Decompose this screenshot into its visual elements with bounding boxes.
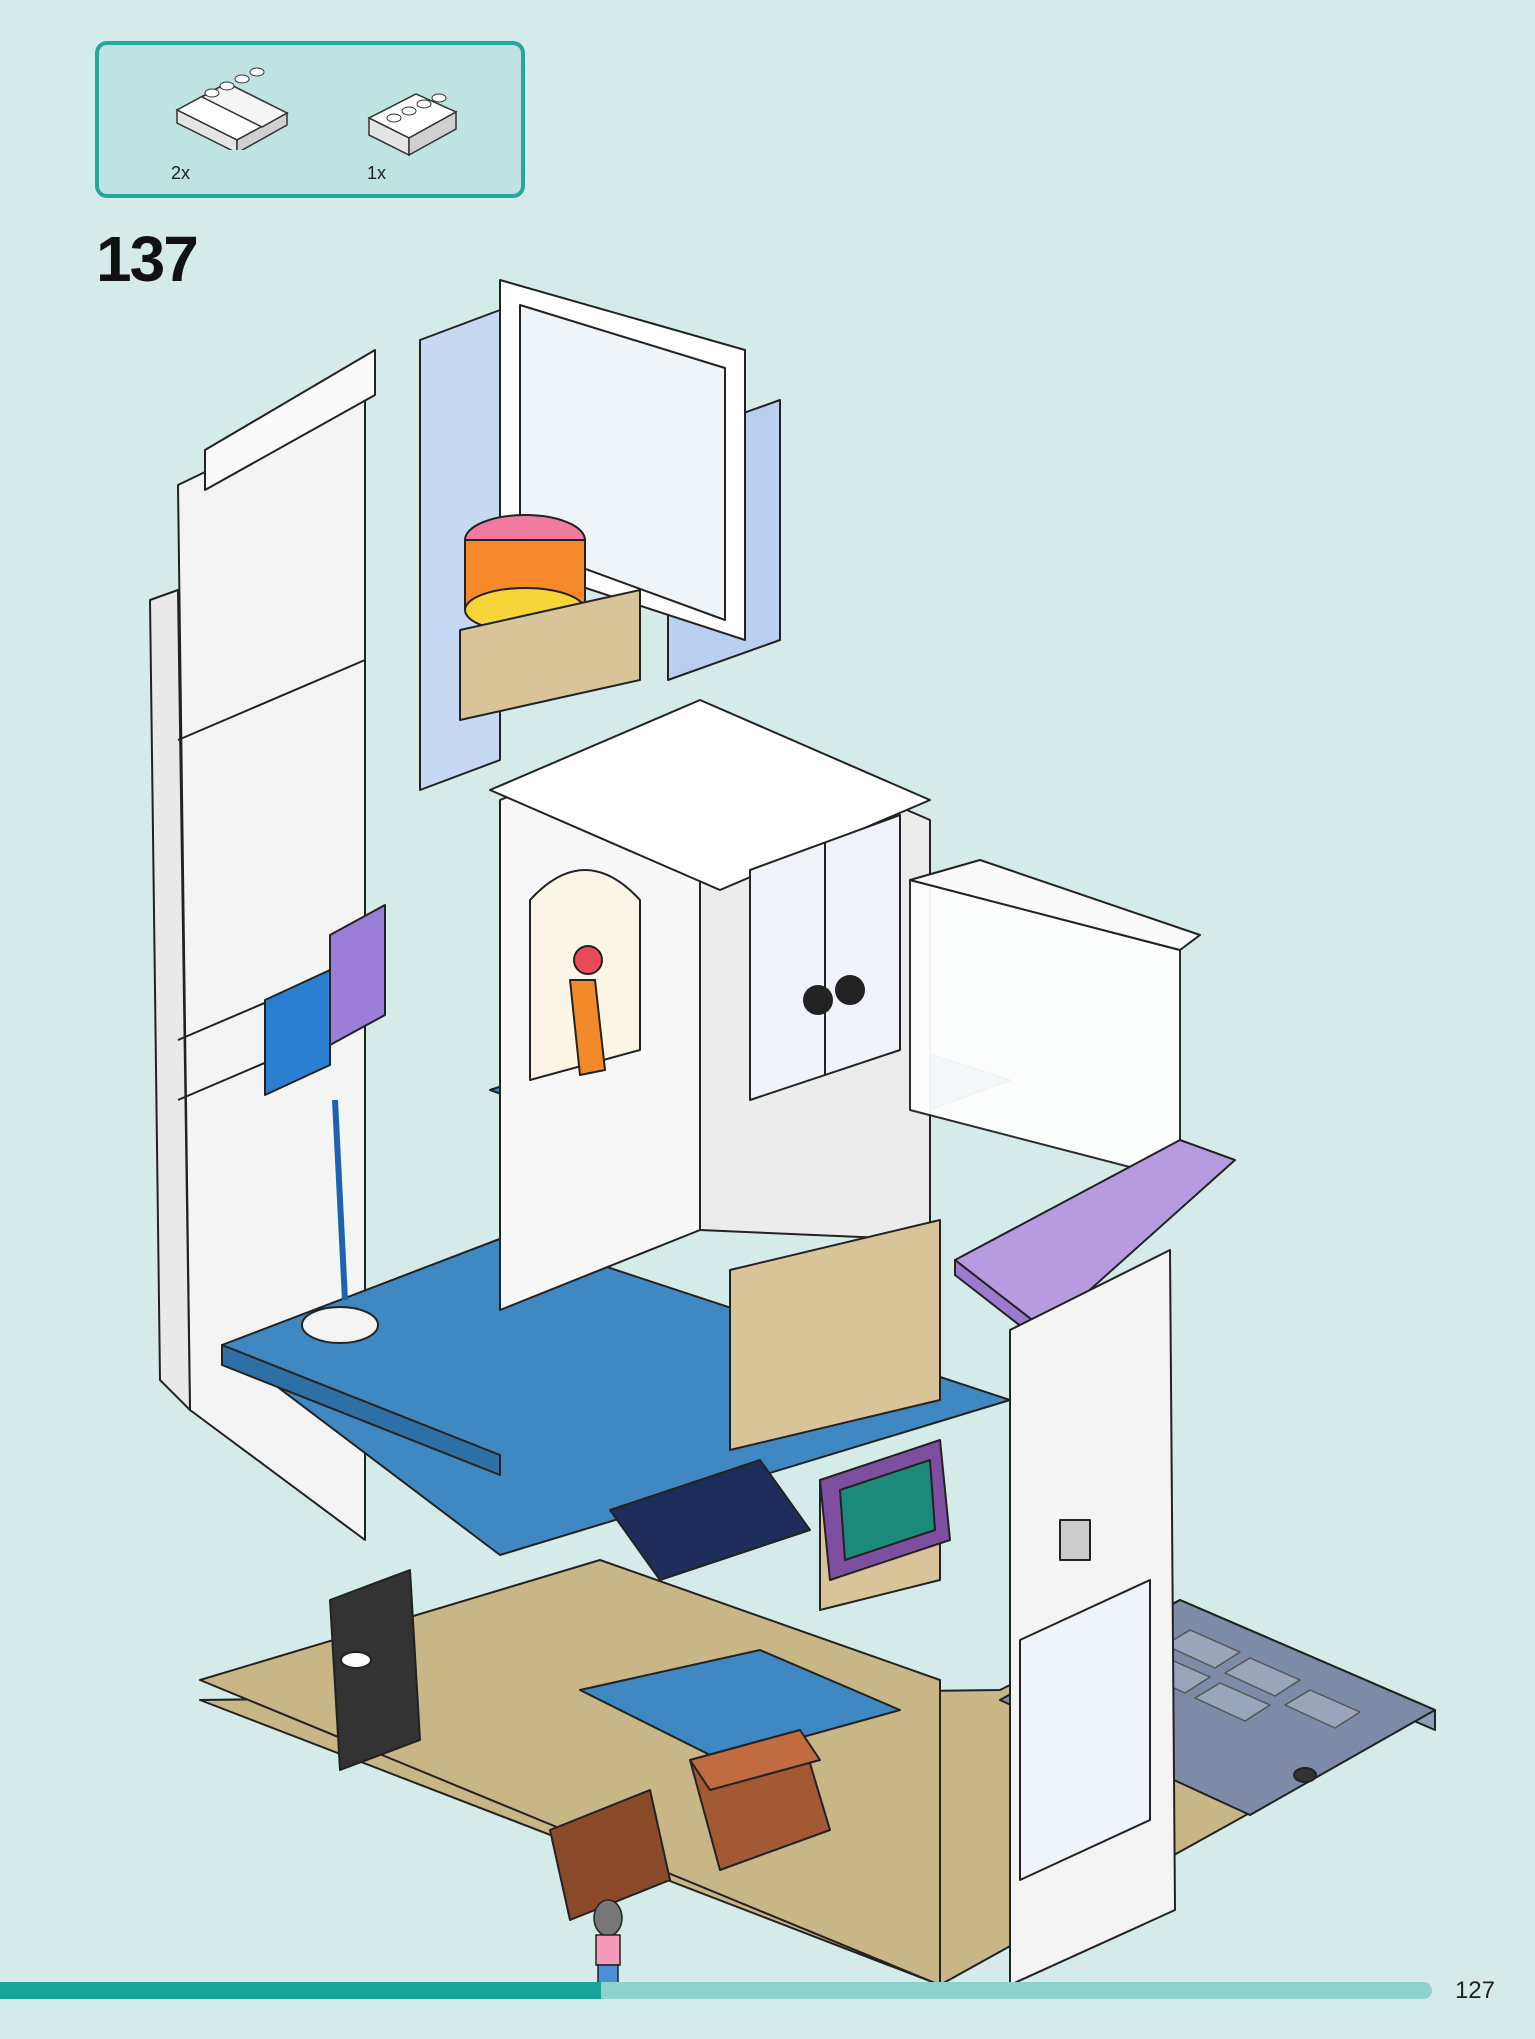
page-number: 127 bbox=[1454, 1977, 1495, 2004]
part-quantity: 2x bbox=[171, 163, 191, 183]
slope-brick-2x4-white-icon bbox=[175, 67, 289, 150]
step-number: 137 bbox=[96, 223, 199, 295]
brick-1x4-white-icon bbox=[367, 93, 458, 157]
progress-bar bbox=[0, 1982, 1432, 1999]
progress-fill bbox=[0, 1982, 602, 1999]
parts-callout: 2x 1x bbox=[95, 41, 525, 198]
minifigure-icon bbox=[593, 1899, 623, 1994]
part-quantity: 1x bbox=[367, 163, 387, 183]
